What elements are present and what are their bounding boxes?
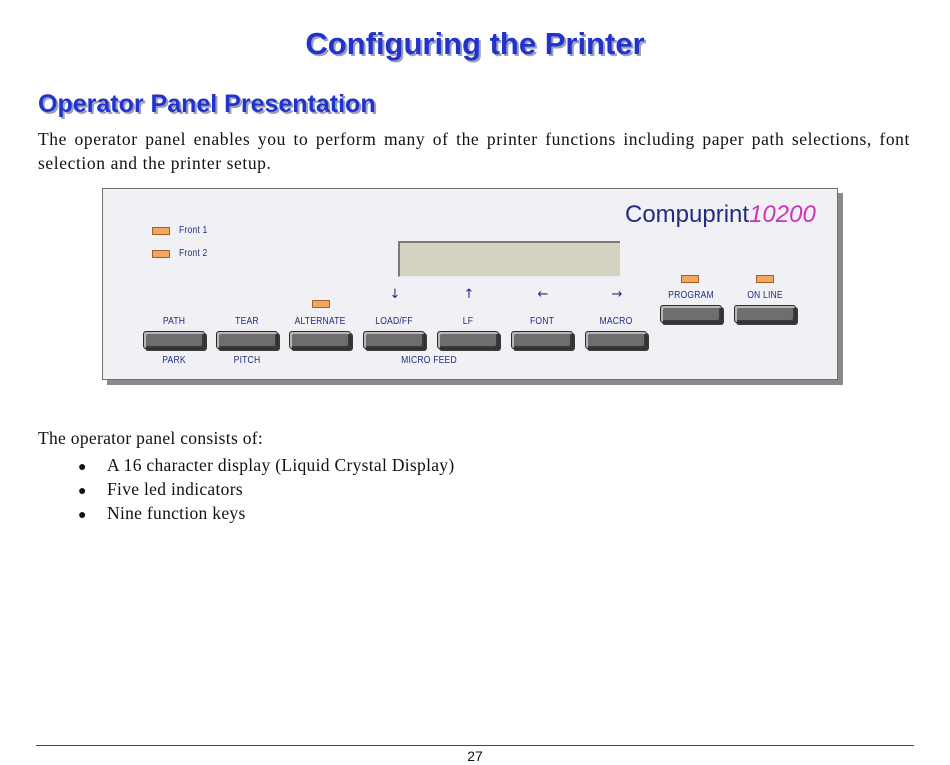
macro-key-label: MACRO <box>599 315 633 327</box>
brand-model: 10200 <box>749 201 816 228</box>
bullet-icon: ● <box>78 460 87 475</box>
page-title: Configuring the Printer <box>305 26 645 61</box>
page-number: 27 <box>467 748 483 764</box>
brand-name: Compuprint <box>625 201 750 228</box>
arrow-right-icon: → <box>611 287 623 302</box>
arrow-down-icon: ↓ <box>389 287 401 302</box>
list-item: ● A 16 character display (Liquid Crystal … <box>78 453 455 477</box>
alternate-key-label: ALTERNATE <box>294 315 346 327</box>
operator-panel-illustration: Compuprint10200 Front 1 Front 2 ↓ ↑ ← → … <box>102 188 838 380</box>
font-key-label: FONT <box>529 315 555 327</box>
alternate-key <box>289 331 351 349</box>
list-item-text: Five led indicators <box>107 479 243 499</box>
macro-key <box>585 331 647 349</box>
program-key-label: PROGRAM <box>668 289 714 301</box>
list-item-text: A 16 character display (Liquid Crystal D… <box>107 455 455 475</box>
font-key <box>511 331 573 349</box>
alternate-led <box>312 300 330 308</box>
arrow-up-icon: ↑ <box>463 287 475 302</box>
front2-label: Front 2 <box>179 247 208 259</box>
front2-led <box>152 250 170 258</box>
on-line-key <box>734 305 796 323</box>
lf-key-label: LF <box>462 315 474 327</box>
on-line-key-label: ON LINE <box>747 289 783 301</box>
micro-feed-label: MICRO FEED <box>401 354 457 366</box>
load-ff-key-label: LOAD/FF <box>375 315 413 327</box>
pitch-label: PITCH <box>233 354 261 366</box>
intro-paragraph: The operator panel enables you to perfor… <box>38 129 910 173</box>
on-line-led <box>756 275 774 283</box>
path-key-label: PATH <box>162 315 186 327</box>
brand-logo: Compuprint10200 <box>625 201 816 229</box>
footer-divider <box>36 745 914 746</box>
lcd-display <box>398 241 620 277</box>
list-item-text: Nine function keys <box>107 503 246 523</box>
front1-led <box>152 227 170 235</box>
tear-key <box>216 331 278 349</box>
list-item: ● Nine function keys <box>78 501 455 525</box>
lf-key <box>437 331 499 349</box>
path-key <box>143 331 205 349</box>
tear-key-label: TEAR <box>235 315 259 327</box>
front1-label: Front 1 <box>179 224 208 236</box>
program-led <box>681 275 699 283</box>
section-title: Operator Panel Presentation <box>38 90 376 118</box>
feature-list: ● A 16 character display (Liquid Crystal … <box>78 453 455 525</box>
bullet-icon: ● <box>78 508 87 523</box>
program-key <box>660 305 722 323</box>
arrow-left-icon: ← <box>537 287 549 302</box>
park-label: PARK <box>162 354 186 366</box>
list-item: ● Five led indicators <box>78 477 455 501</box>
panel-consists-text: The operator panel consists of: <box>38 428 264 448</box>
bullet-icon: ● <box>78 484 87 499</box>
load-ff-key <box>363 331 425 349</box>
